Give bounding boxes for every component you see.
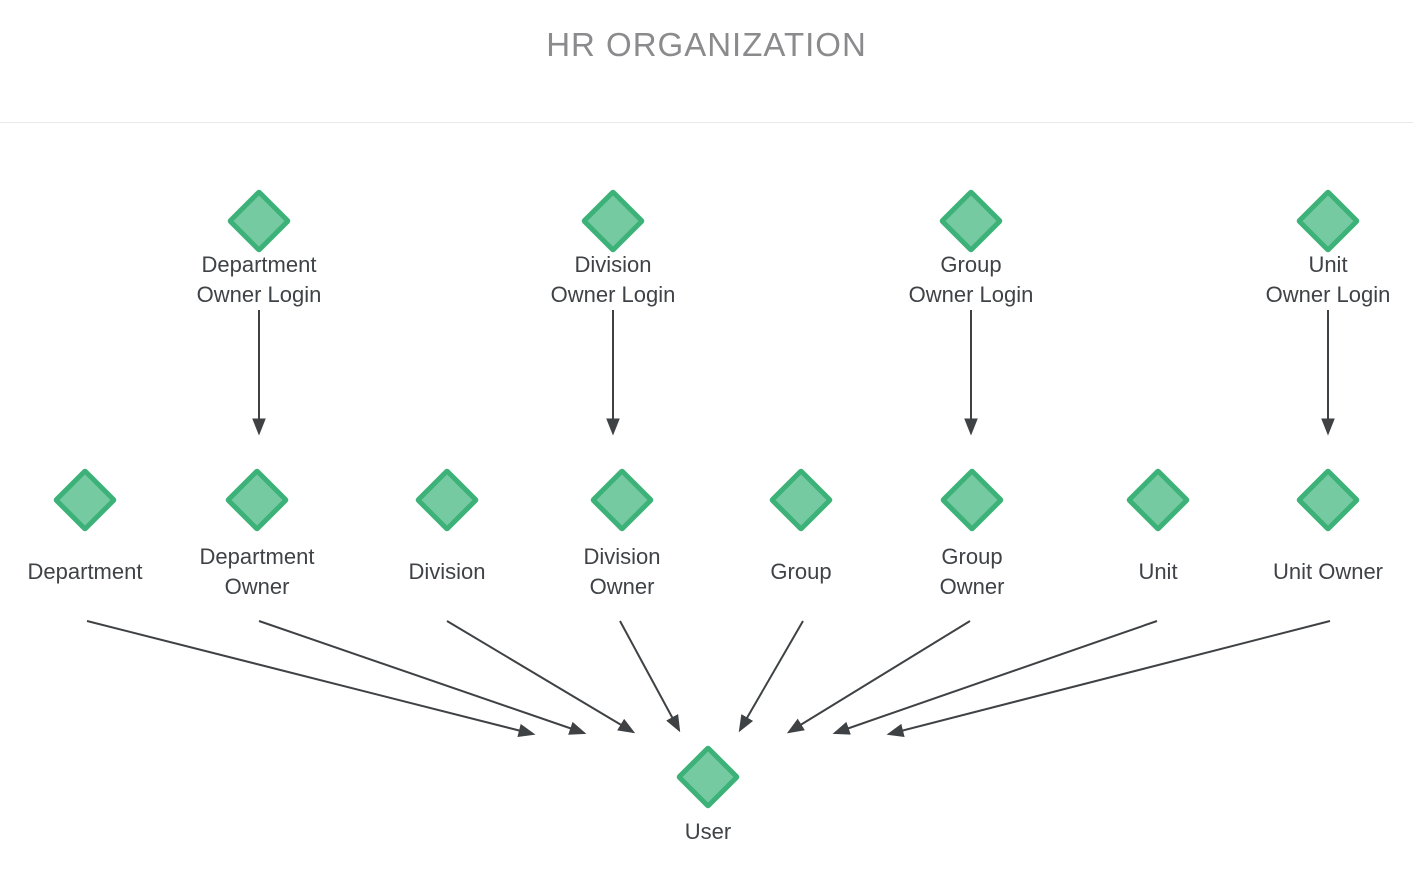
edge-unit-owner-to-user xyxy=(886,620,1331,738)
label-line: Group xyxy=(940,252,1002,277)
label-line: Unit xyxy=(1138,559,1178,584)
label-line: Division xyxy=(408,559,486,584)
label-line: Owner xyxy=(939,574,1005,599)
label-line: Group xyxy=(770,559,832,584)
label-line: Owner xyxy=(224,574,290,599)
label-line: Group xyxy=(941,544,1003,569)
edge-department-owner-to-user xyxy=(258,620,587,735)
label-line: User xyxy=(684,819,732,844)
label-line: Owner xyxy=(589,574,655,599)
label-line: Unit Owner xyxy=(1272,559,1384,584)
label-line: Unit xyxy=(1308,252,1348,277)
node-group-owner-label: Group Owner xyxy=(940,542,1005,602)
node-division-label: Division xyxy=(408,557,485,587)
edge-unit-to-user xyxy=(832,620,1158,735)
label-line: Owner Login xyxy=(196,282,322,307)
label-line: Department xyxy=(27,559,143,584)
edge-group-owner-to-user xyxy=(786,620,971,734)
label-line: Division xyxy=(583,544,661,569)
page-title: HR ORGANIZATION xyxy=(546,26,867,63)
node-user-label: User xyxy=(685,817,731,847)
node-division-owner-label: Division Owner xyxy=(583,542,660,602)
node-department-label: Department xyxy=(28,557,143,587)
node-department-owner-login-label: Department Owner Login xyxy=(197,250,322,310)
label-line: Department xyxy=(201,252,317,277)
edge-group-to-user xyxy=(738,620,804,733)
node-unit-owner-login-label: Unit Owner Login xyxy=(1266,250,1391,310)
node-division-owner-login-label: Division Owner Login xyxy=(551,250,676,310)
edge-division-owner-to-user xyxy=(619,620,681,733)
node-group-owner-login-label: Group Owner Login xyxy=(909,250,1034,310)
label-line: Owner Login xyxy=(1265,282,1391,307)
label-line: Division xyxy=(574,252,652,277)
node-group-label: Group xyxy=(770,557,831,587)
edge-division-to-user xyxy=(446,620,636,734)
node-unit-label: Unit xyxy=(1138,557,1177,587)
header-divider xyxy=(0,122,1413,123)
label-line: Department xyxy=(199,544,315,569)
edge-department-to-user xyxy=(86,620,536,738)
label-line: Owner Login xyxy=(550,282,676,307)
node-department-owner-label: Department Owner xyxy=(200,542,315,602)
label-line: Owner Login xyxy=(908,282,1034,307)
node-unit-owner-label: Unit Owner xyxy=(1273,557,1383,587)
